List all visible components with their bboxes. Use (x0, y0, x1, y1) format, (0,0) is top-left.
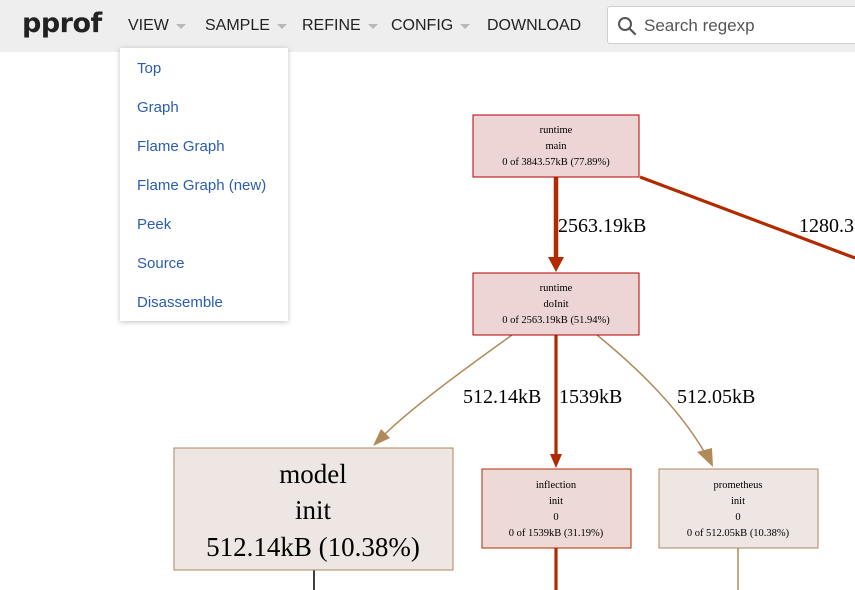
node-label: init (295, 495, 332, 525)
node-label: runtime (540, 125, 573, 136)
node-prometheus-init[interactable]: prometheus init 0 0 of 512.05kB (10.38%) (658, 468, 819, 549)
node-runtime-main[interactable]: runtime main 0 of 3843.57kB (77.89%) (472, 114, 640, 178)
node-label: 0 (553, 512, 558, 523)
view-dropdown-menu: Top Graph Flame Graph Flame Graph (new) … (120, 48, 288, 321)
node-label: 0 of 3843.57kB (77.89%) (502, 157, 610, 168)
arrowhead-icon (548, 257, 564, 272)
node-label: doInit (543, 299, 568, 310)
node-label: 0 of 1539kB (31.19%) (509, 528, 604, 539)
chevron-down-icon (276, 23, 287, 29)
edge-label-doinit-to-inflection: 1539kB (559, 386, 622, 408)
node-label: 512.14kB (10.38%) (206, 532, 420, 562)
node-label: 0 of 2563.19kB (51.94%) (502, 315, 610, 326)
menu-item-peek[interactable]: Peek (137, 216, 172, 233)
menu-item-disassemble[interactable]: Disassemble (137, 294, 223, 311)
node-label: init (549, 496, 563, 507)
node-runtime-doinit[interactable]: runtime doInit 0 of 2563.19kB (51.94%) (472, 272, 640, 336)
arrowhead-icon (373, 429, 390, 446)
edge-label-doinit-to-model: 512.14kB (463, 386, 541, 408)
call-graph: 1280.3 2563.19kB 512.14kB 1539kB 512.05k… (173, 114, 855, 590)
node-label: inflection (536, 480, 577, 491)
menu-view-label: VIEW (128, 17, 169, 34)
chevron-down-icon (367, 23, 378, 29)
edge-main-to-right[interactable] (639, 175, 855, 260)
node-label: model (279, 459, 347, 489)
menu-refine-label: REFINE (302, 17, 361, 34)
edge-doinit-to-model[interactable] (384, 334, 513, 435)
menu-sample-label: SAMPLE (205, 17, 270, 34)
menu-config-label: CONFIG (391, 17, 454, 34)
menu-item-flame-graph-new[interactable]: Flame Graph (new) (137, 177, 267, 194)
menu-sample[interactable]: SAMPLE (205, 17, 287, 35)
node-label: 0 (735, 512, 740, 523)
app-logo[interactable]: pprof (22, 8, 102, 39)
menu-item-source[interactable]: Source (137, 255, 185, 272)
edge-label-doinit-to-prometheus: 512.05kB (677, 386, 755, 408)
edge-label-main-to-doinit: 2563.19kB (558, 215, 646, 237)
edge-doinit-to-prometheus[interactable] (596, 334, 706, 454)
arrowhead-icon (697, 448, 713, 467)
menu-refine[interactable]: REFINE (302, 17, 378, 35)
top-toolbar: pprof VIEW SAMPLE REFINE CONFIG DOWNLOAD (0, 0, 855, 52)
chevron-down-icon (460, 23, 471, 29)
search-box (607, 6, 855, 44)
edge-label-main-to-right: 1280.3 (799, 215, 854, 237)
node-label: 0 of 512.05kB (10.38%) (687, 528, 790, 539)
menu-item-graph[interactable]: Graph (137, 99, 179, 116)
chevron-down-icon (175, 23, 186, 29)
menu-item-top[interactable]: Top (137, 60, 162, 77)
menu-item-flame-graph[interactable]: Flame Graph (137, 138, 225, 155)
node-model-init[interactable]: model init 512.14kB (10.38%) (173, 447, 454, 571)
menu-config[interactable]: CONFIG (391, 17, 471, 35)
menu-download-label: DOWNLOAD (487, 17, 582, 34)
menu-download[interactable]: DOWNLOAD (487, 17, 581, 35)
node-label: main (546, 141, 568, 152)
search-icon (618, 17, 637, 36)
arrowhead-icon (550, 454, 562, 468)
menu-view[interactable]: VIEW (128, 17, 186, 35)
node-inflection-init[interactable]: inflection init 0 0 of 1539kB (31.19%) (481, 468, 632, 549)
search-input[interactable] (642, 14, 855, 38)
node-label: prometheus (714, 480, 763, 491)
node-label: runtime (540, 283, 573, 294)
node-label: init (731, 496, 745, 507)
